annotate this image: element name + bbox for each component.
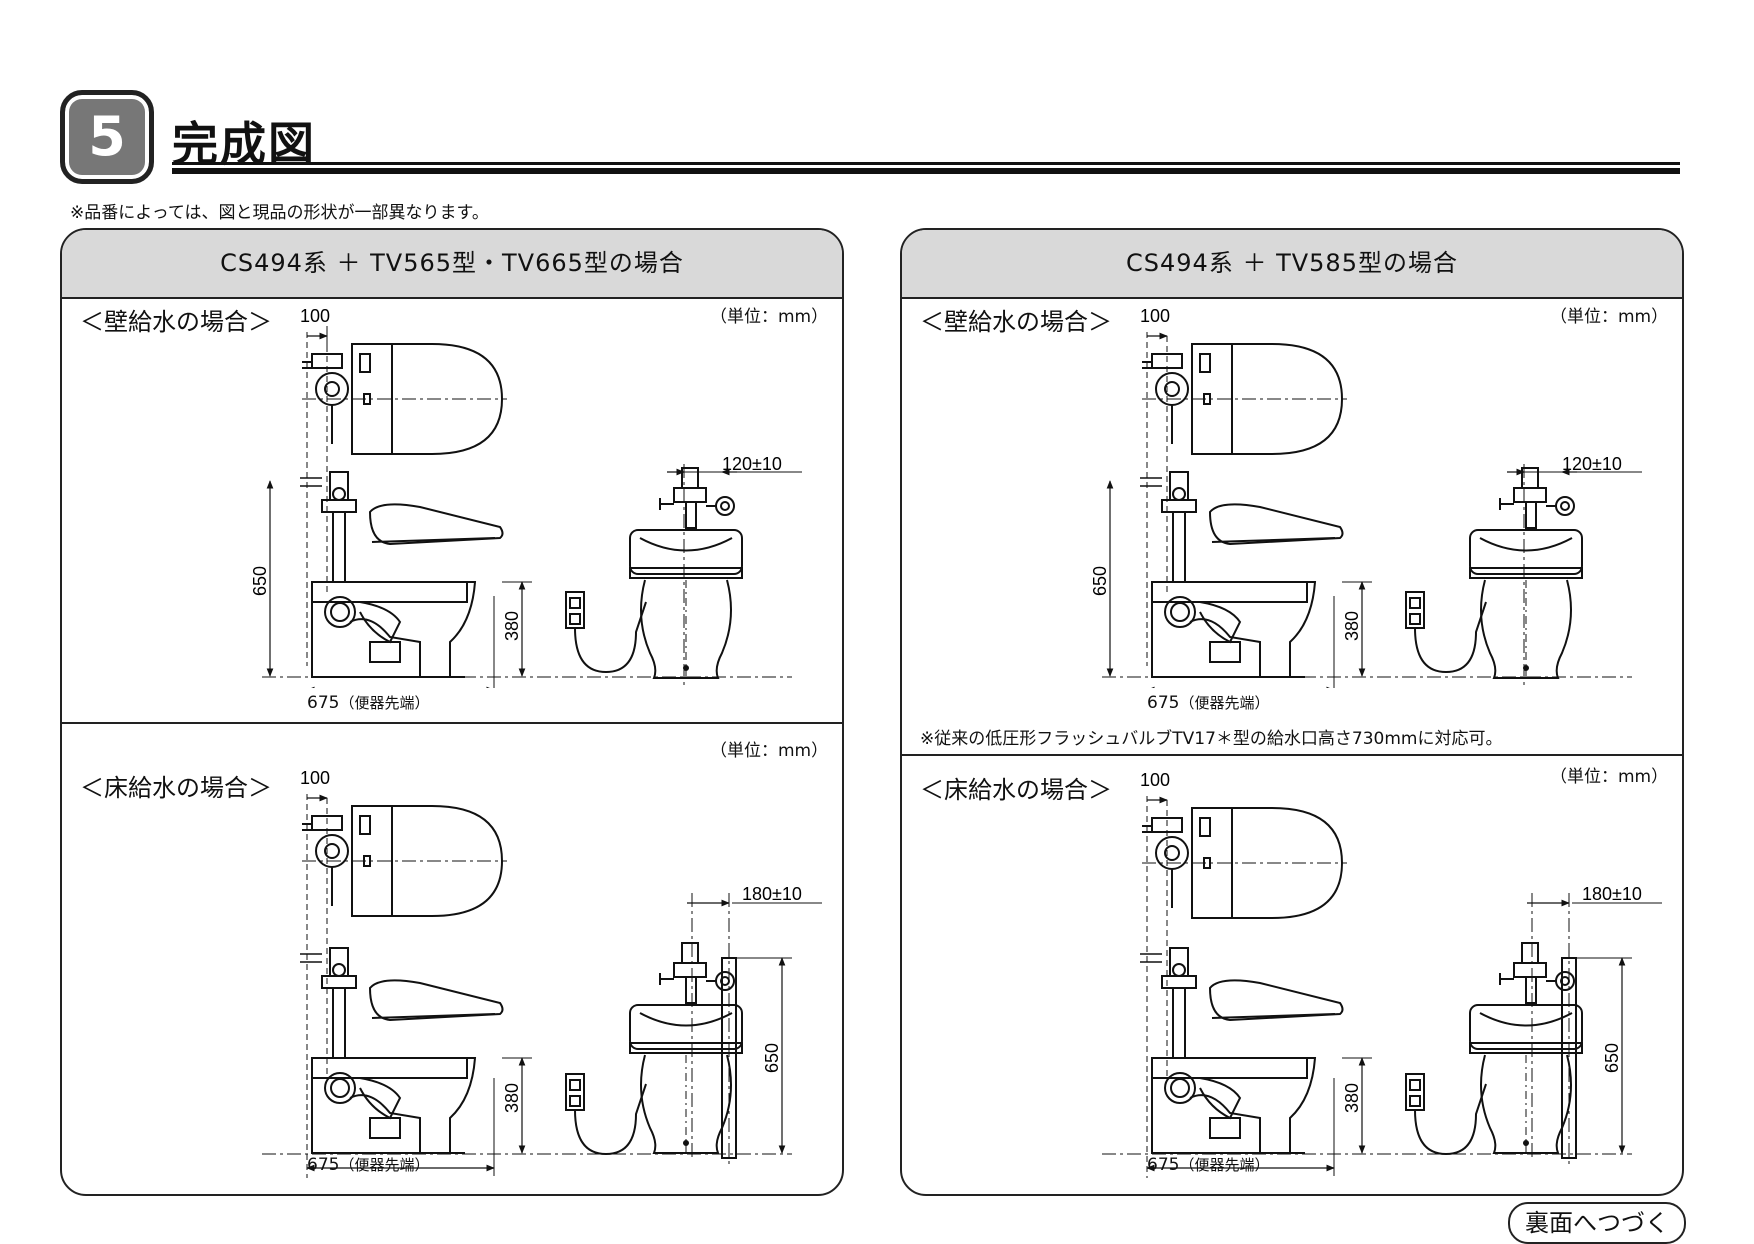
- dim-100: 100: [300, 768, 330, 788]
- dim-675-label: 675（便器先端）: [307, 693, 430, 713]
- dim-650: 650: [1090, 566, 1110, 596]
- dim-650: 650: [762, 1043, 782, 1073]
- unit-label: （単位：mm）: [1550, 767, 1669, 787]
- unit-label: （単位：mm）: [710, 307, 829, 327]
- floor-supply-diagram: 100 380 180±10 650: [1102, 770, 1662, 1178]
- unit-label: （単位：mm）: [1550, 307, 1669, 327]
- panel-left: CS494系 ＋ TV565型・TV665型の場合 ＜壁給水の場合＞ （単位：m…: [60, 228, 844, 1196]
- dim-380: 380: [1342, 611, 1362, 641]
- section-label-wall: ＜壁給水の場合＞: [80, 308, 272, 336]
- section-label-floor: ＜床給水の場合＞: [80, 774, 272, 802]
- dim-380: 380: [502, 611, 522, 641]
- dim-650: 650: [250, 566, 270, 596]
- dim-100: 100: [1140, 770, 1170, 790]
- section-label-floor: ＜床給水の場合＞: [920, 776, 1112, 804]
- panel-right: CS494系 ＋ TV585型の場合 ＜壁給水の場合＞ （単位：mm） 100 …: [900, 228, 1684, 1196]
- section-divider: [62, 722, 842, 724]
- continue-next-page-button[interactable]: 裏面へつづく: [1508, 1202, 1686, 1244]
- section-label-wall: ＜壁給水の場合＞: [920, 308, 1112, 336]
- floor-supply-diagram: 100 380 180±10 650: [262, 768, 822, 1178]
- wall-supply-diagram: 100 650 380 120±10: [250, 306, 802, 688]
- dim-180: 180±10: [1582, 884, 1642, 904]
- title-rule: [172, 162, 1680, 174]
- top-note: ※品番によっては、図と現品の形状が一部異なります。: [70, 203, 489, 223]
- step-number-badge: 5: [60, 90, 154, 184]
- wall-supply-diagram: 100 650 380 120±10: [1090, 306, 1642, 688]
- dim-180: 180±10: [742, 884, 802, 904]
- dim-675-label: 675（便器先端）: [307, 1155, 430, 1175]
- panel-title: CS494系 ＋ TV565型・TV665型の場合: [62, 230, 842, 299]
- dim-675-label: 675（便器先端）: [1147, 693, 1270, 713]
- panel-title: CS494系 ＋ TV585型の場合: [902, 230, 1682, 299]
- dim-100: 100: [300, 306, 330, 326]
- dim-675-label: 675（便器先端）: [1147, 1155, 1270, 1175]
- dim-100: 100: [1140, 306, 1170, 326]
- compatibility-note: ※従来の低圧形フラッシュバルブTV17＊型の給水口高さ730mmに対応可。: [920, 729, 1503, 749]
- dim-120: 120±10: [722, 454, 782, 474]
- dim-650: 650: [1602, 1043, 1622, 1073]
- section-divider: [902, 754, 1682, 756]
- dim-120: 120±10: [1562, 454, 1622, 474]
- unit-label: （単位：mm）: [710, 741, 829, 761]
- dim-380: 380: [502, 1083, 522, 1113]
- dim-380: 380: [1342, 1083, 1362, 1113]
